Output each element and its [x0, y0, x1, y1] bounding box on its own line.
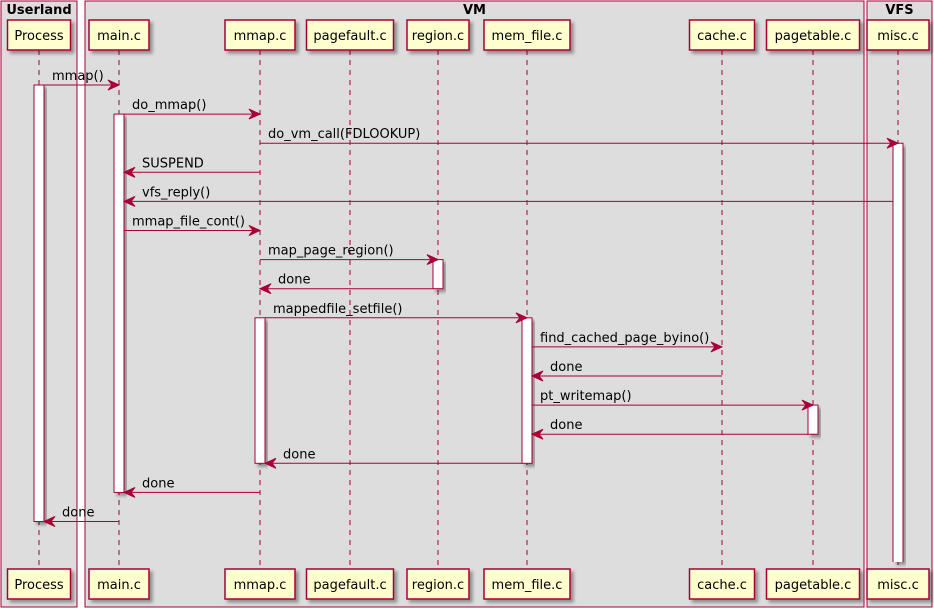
- arrowhead-icon: [248, 225, 262, 236]
- message-label: map_page_region(): [268, 244, 394, 259]
- message-label: do_vm_call(FDLOOKUP): [268, 127, 420, 142]
- participant-top-main: main.c: [88, 19, 150, 51]
- participant-label: pagefault.c: [313, 578, 386, 593]
- message-label: mmap_file_cont(): [132, 215, 245, 230]
- participant-label: mem_file.c: [492, 578, 563, 593]
- participant-label: mem_file.c: [492, 29, 563, 44]
- participant-label: pagetable.c: [775, 29, 852, 44]
- message-label: done: [142, 476, 174, 491]
- participant-label: pagetable.c: [775, 578, 852, 593]
- group-box-vm: VM: [84, 0, 865, 608]
- participant-bottom-main: main.c: [88, 568, 150, 600]
- activation-bar-region: [432, 259, 444, 290]
- arrowhead-icon: [248, 108, 262, 120]
- participant-top-pagetable: pagetable.c: [765, 19, 861, 51]
- message-6: map_page_region(): [260, 244, 440, 266]
- arrowhead-icon: [122, 166, 136, 178]
- participant-top-misc: misc.c: [866, 19, 930, 51]
- participant-bottom-misc: misc.c: [866, 568, 930, 600]
- message-15: done: [42, 506, 119, 527]
- group-title: VFS: [885, 3, 913, 18]
- arrowhead-icon: [710, 341, 724, 353]
- participant-bottom-mem_file: mem_file.c: [483, 568, 571, 600]
- arrowhead-icon: [122, 195, 136, 207]
- activation-bar-pagetable: [807, 404, 819, 435]
- message-9: find_cached_page_byino(): [532, 331, 724, 353]
- message-8: mappedfile_setfile(): [265, 302, 529, 324]
- message-3: SUSPEND: [122, 156, 260, 178]
- arrowhead-icon: [42, 516, 56, 527]
- message-label: SUSPEND: [142, 156, 204, 171]
- activation-bar-process: [33, 84, 45, 522]
- message-label: done: [550, 360, 582, 375]
- message-label: done: [283, 447, 315, 462]
- participant-bottom-process: Process: [6, 568, 72, 600]
- participant-label: mmap.c: [234, 29, 287, 44]
- participant-bottom-mmap: mmap.c: [224, 568, 296, 600]
- message-label: mmap(): [52, 69, 104, 84]
- arrowhead-icon: [107, 79, 121, 91]
- participant-bottom-region: region.c: [406, 568, 470, 600]
- participant-label: misc.c: [877, 578, 918, 593]
- message-5: mmap_file_cont(): [124, 215, 262, 236]
- arrowhead-icon: [122, 486, 136, 498]
- participant-label: Process: [14, 578, 64, 593]
- message-label: done: [550, 418, 582, 433]
- activation-bar-main: [113, 113, 125, 493]
- message-label: done: [62, 506, 94, 521]
- participant-top-cache: cache.c: [688, 19, 756, 51]
- arrowhead-icon: [530, 370, 544, 382]
- message-1: do_mmap(): [124, 98, 262, 120]
- message-label: mappedfile_setfile(): [273, 302, 403, 317]
- arrowhead-icon: [263, 457, 277, 469]
- participant-label: misc.c: [877, 29, 918, 44]
- message-14: done: [122, 476, 260, 498]
- participant-label: region.c: [412, 29, 464, 44]
- participant-label: mmap.c: [234, 578, 287, 593]
- arrowhead-icon: [258, 283, 272, 295]
- message-10: done: [530, 360, 722, 382]
- participant-top-mem_file: mem_file.c: [483, 19, 571, 51]
- activation-bar-misc: [892, 142, 904, 562]
- participant-top-process: Process: [6, 19, 72, 51]
- participant-bottom-pagefault: pagefault.c: [305, 568, 395, 600]
- activation-bar-mmap: [254, 317, 266, 464]
- message-label: do_mmap(): [132, 98, 206, 113]
- participant-top-region: region.c: [406, 19, 470, 51]
- message-label: vfs_reply(): [142, 185, 210, 200]
- message-13: done: [263, 447, 522, 469]
- arrowhead-icon: [886, 137, 900, 149]
- message-12: done: [530, 418, 808, 440]
- participant-bottom-cache: cache.c: [688, 568, 756, 600]
- participant-label: cache.c: [697, 578, 747, 593]
- message-11: pt_writemap(): [532, 389, 815, 411]
- arrowhead-icon: [515, 312, 529, 324]
- participant-label: pagefault.c: [313, 29, 386, 44]
- participant-label: main.c: [97, 29, 141, 44]
- group-title: Userland: [6, 3, 71, 18]
- group-title: VM: [463, 3, 486, 18]
- activation-bar-mem_file: [521, 317, 533, 464]
- participant-label: region.c: [412, 578, 464, 593]
- participant-bottom-pagetable: pagetable.c: [765, 568, 861, 600]
- message-label: find_cached_page_byino(): [540, 331, 709, 346]
- message-4: vfs_reply(): [122, 185, 893, 207]
- message-label: done: [278, 273, 310, 288]
- message-label: pt_writemap(): [540, 389, 632, 404]
- message-2: do_vm_call(FDLOOKUP): [260, 127, 900, 149]
- participant-label: main.c: [97, 578, 141, 593]
- participant-label: cache.c: [697, 29, 747, 44]
- arrowhead-icon: [530, 428, 544, 440]
- arrowhead-icon: [801, 399, 815, 411]
- participant-label: Process: [14, 29, 64, 44]
- participant-top-pagefault: pagefault.c: [305, 19, 395, 51]
- arrowhead-icon: [426, 254, 440, 266]
- participant-top-mmap: mmap.c: [224, 19, 296, 51]
- message-0: mmap(): [44, 69, 121, 91]
- message-7: done: [258, 273, 433, 295]
